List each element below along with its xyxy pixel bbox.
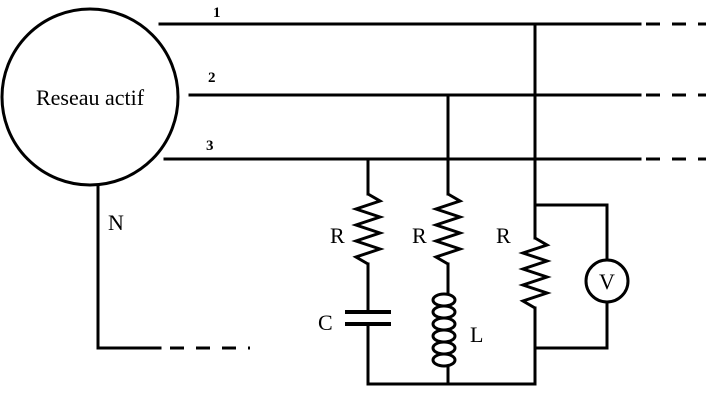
resistor-1 [351, 192, 385, 266]
voltmeter-circle [584, 258, 630, 304]
line-1-label: 1 [213, 5, 221, 21]
resistor-3-label: R [496, 223, 511, 248]
branch-rc-bottom-wire [366, 324, 534, 386]
neutral-label: N [108, 210, 124, 235]
inductor-label: L [470, 322, 483, 347]
active-network-circle [0, 7, 180, 187]
resistor-3 [518, 236, 552, 310]
resistor-1-label: R [330, 223, 345, 248]
inductor-coil [431, 292, 457, 368]
line-2-label: 2 [208, 70, 216, 86]
voltmeter-wire-top [533, 203, 609, 262]
voltmeter-label: V [599, 269, 615, 294]
line-3-label: 3 [206, 138, 214, 154]
resistor-2-label: R [412, 223, 427, 248]
active-network-label: Reseau actif [36, 85, 145, 110]
resistor-2 [431, 192, 465, 266]
neutral-wire [96, 183, 162, 350]
voltmeter-wire-bottom [533, 300, 609, 350]
capacitor-label: C [318, 310, 333, 335]
